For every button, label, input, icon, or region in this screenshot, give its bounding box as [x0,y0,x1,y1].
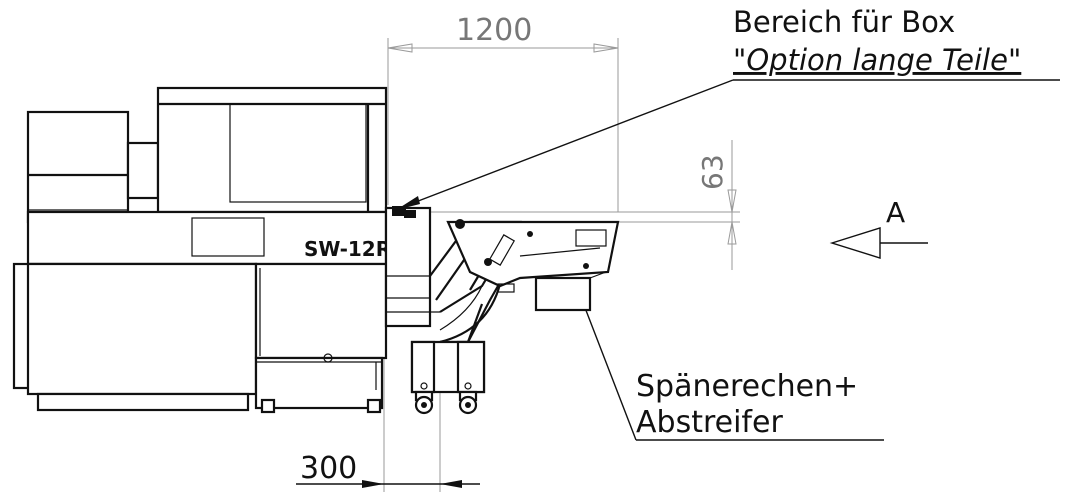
chip-rake-label-line1: Spänerechen+ [636,369,858,404]
lathe-machine: SW-12RII [12,86,406,414]
dimension-63-text: 63 [696,154,729,190]
box-area-callout: Bereich für Box "Option lange Teile" [396,5,1060,210]
dimension-300-text: 300 [300,451,357,486]
dimension-1200-text: 1200 [456,13,532,48]
chip-conveyor [384,206,620,415]
box-area-label-line1: Bereich für Box [733,5,955,39]
view-arrow-a: A [829,196,928,259]
dimension-1200: 1200 [387,13,619,212]
view-a-label: A [886,196,905,229]
box-area-label-line2: "Option lange Teile" [733,43,1021,77]
dimension-300: 300 [296,345,480,492]
chip-rake-callout: Spänerechen+ Abstreifer [581,299,884,441]
caster-wheels [414,390,478,415]
chip-rake-label-line2: Abstreifer [636,405,783,440]
